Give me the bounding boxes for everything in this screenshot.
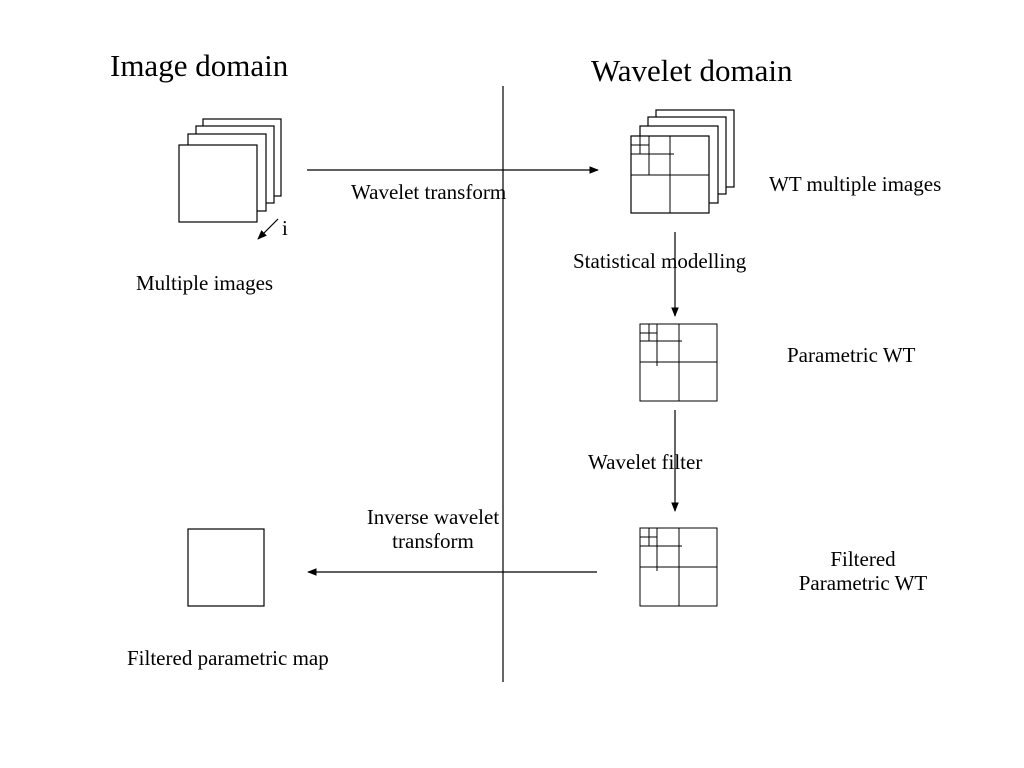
filtered-parametric-wt-grid-icon (639, 527, 718, 607)
image-domain-heading: Image domain (110, 48, 289, 83)
filtered-parametric-map-icon (187, 528, 265, 607)
wt-subband-grid-icon (631, 136, 709, 213)
wavelet-filter-label: Wavelet filter (588, 450, 703, 474)
parametric-wt-label: Parametric WT (787, 343, 916, 367)
multiple-images-stack-icon (178, 118, 282, 223)
statistical-modelling-label: Statistical modelling (573, 249, 747, 273)
multiple-images-label: Multiple images (136, 271, 274, 295)
wavelet-domain-heading: Wavelet domain (591, 53, 793, 88)
wt-multiple-images-label: WT multiple images (769, 172, 942, 196)
filtered-parametric-wt-line1: Filtered (830, 547, 896, 571)
inverse-wavelet-transform-line1: Inverse wavelet (366, 505, 500, 529)
index-label: i (282, 216, 288, 240)
wavelet-transform-label: Wavelet transform (351, 180, 507, 204)
inverse-wavelet-transform-line2: transform (392, 529, 474, 554)
parametric-wt-grid-icon (639, 323, 718, 402)
inverse-wavelet-transform-label: Inverse wavelet transform (338, 505, 528, 553)
filtered-parametric-wt-label: Filtered Parametric WT (772, 547, 954, 595)
filtered-parametric-wt-line2: Parametric WT (798, 571, 928, 596)
wt-multiple-images-stack-icon (630, 109, 735, 214)
index-arrow (257, 218, 279, 240)
filtered-parametric-map-label: Filtered parametric map (127, 646, 329, 670)
